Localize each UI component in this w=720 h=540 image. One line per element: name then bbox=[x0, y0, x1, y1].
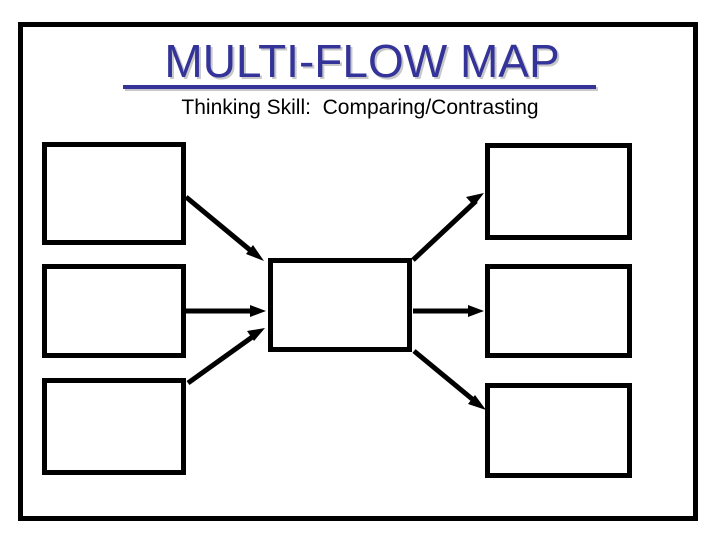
effect-box-2[interactable] bbox=[485, 264, 632, 358]
arrow-event-to-effect1 bbox=[411, 193, 484, 262]
cause-box-3[interactable] bbox=[42, 378, 186, 475]
effect-box-3[interactable] bbox=[485, 383, 632, 478]
arrow-cause3-to-event bbox=[186, 328, 265, 386]
event-box-center[interactable] bbox=[268, 258, 412, 352]
arrow-event-to-effect2 bbox=[413, 305, 484, 317]
arrow-event-to-effect3 bbox=[412, 349, 486, 410]
arrow-cause2-to-event bbox=[186, 305, 266, 317]
cause-box-2[interactable] bbox=[42, 264, 186, 358]
arrow-cause1-to-event bbox=[184, 195, 264, 261]
cause-box-1[interactable] bbox=[42, 142, 186, 245]
effect-box-1[interactable] bbox=[485, 143, 632, 240]
